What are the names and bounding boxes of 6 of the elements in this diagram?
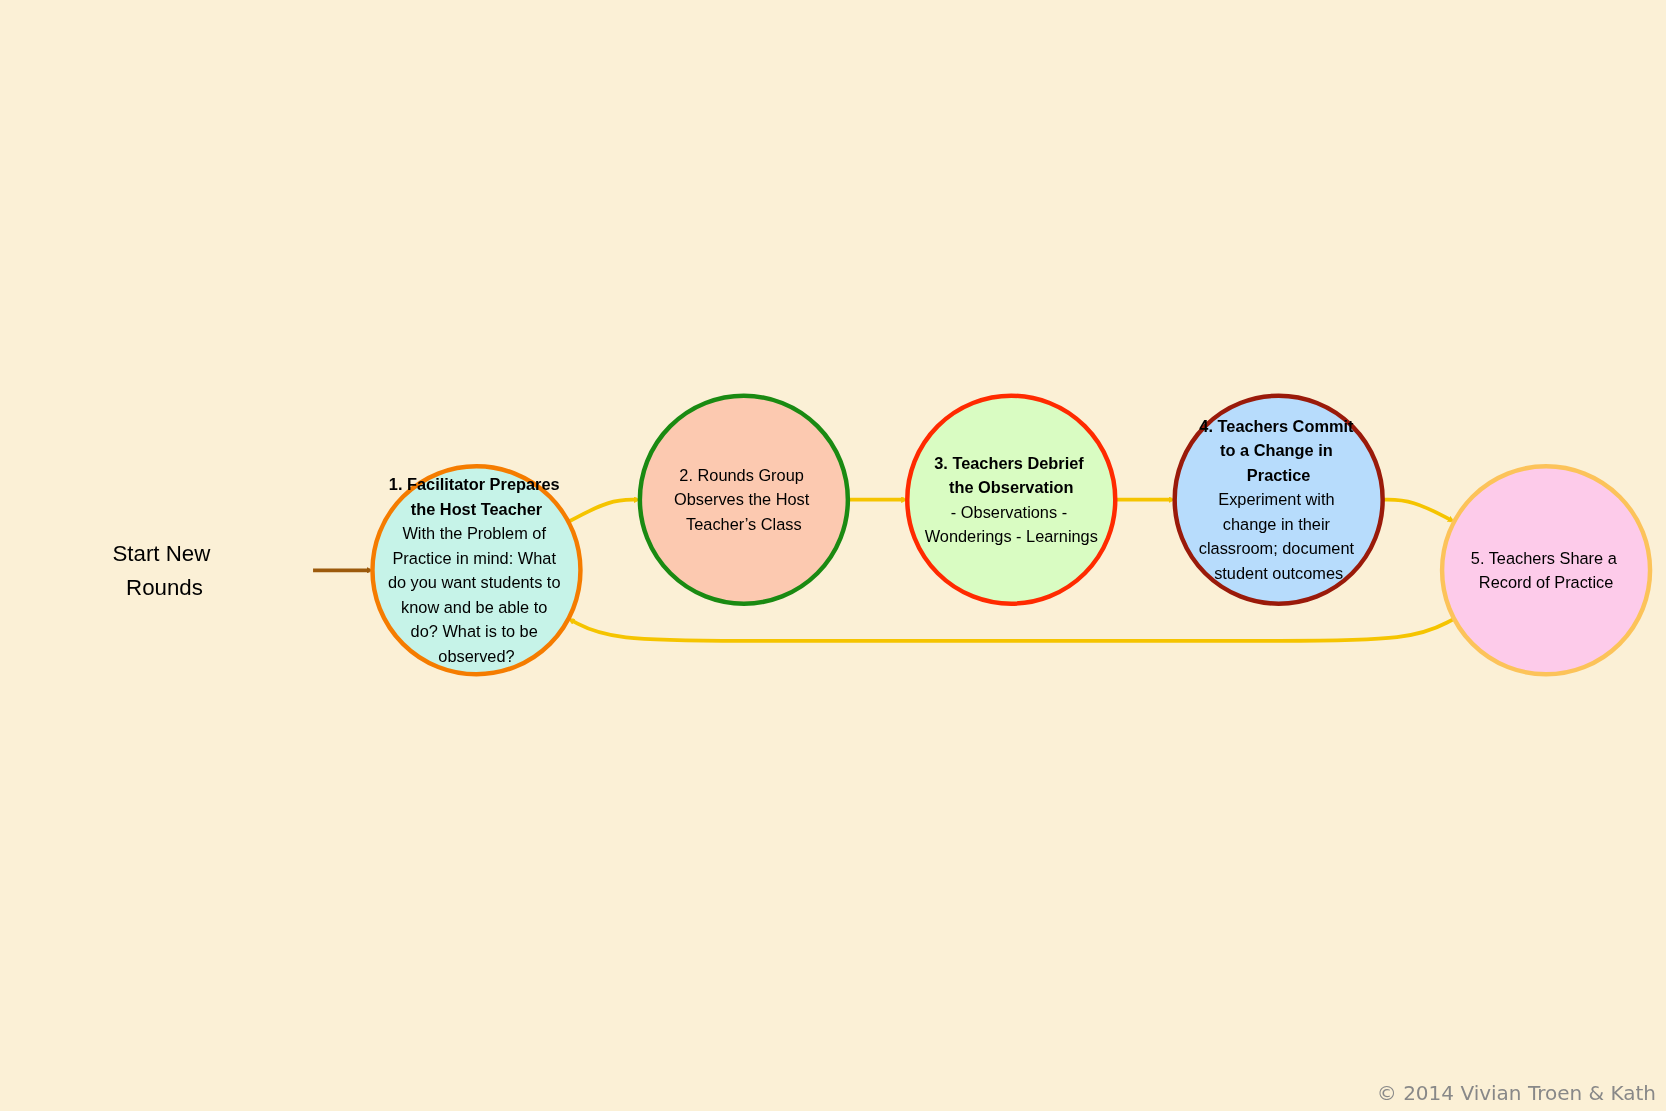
node-text: Start New Rounds — [112, 541, 211, 600]
arrow — [568, 617, 1455, 643]
node-circle: 5. Teachers Share a Record of Practice — [1439, 464, 1653, 677]
copyright-note: © 2014 Vivian Troen & Kath — [1376, 1081, 1656, 1105]
node-circle: 2. Rounds Group Observes the Host Teacher’s Class — [637, 393, 851, 606]
node-circle: 3. Teachers Debrief the Observation - Observations - Wonderings - Learnings — [905, 393, 1118, 606]
